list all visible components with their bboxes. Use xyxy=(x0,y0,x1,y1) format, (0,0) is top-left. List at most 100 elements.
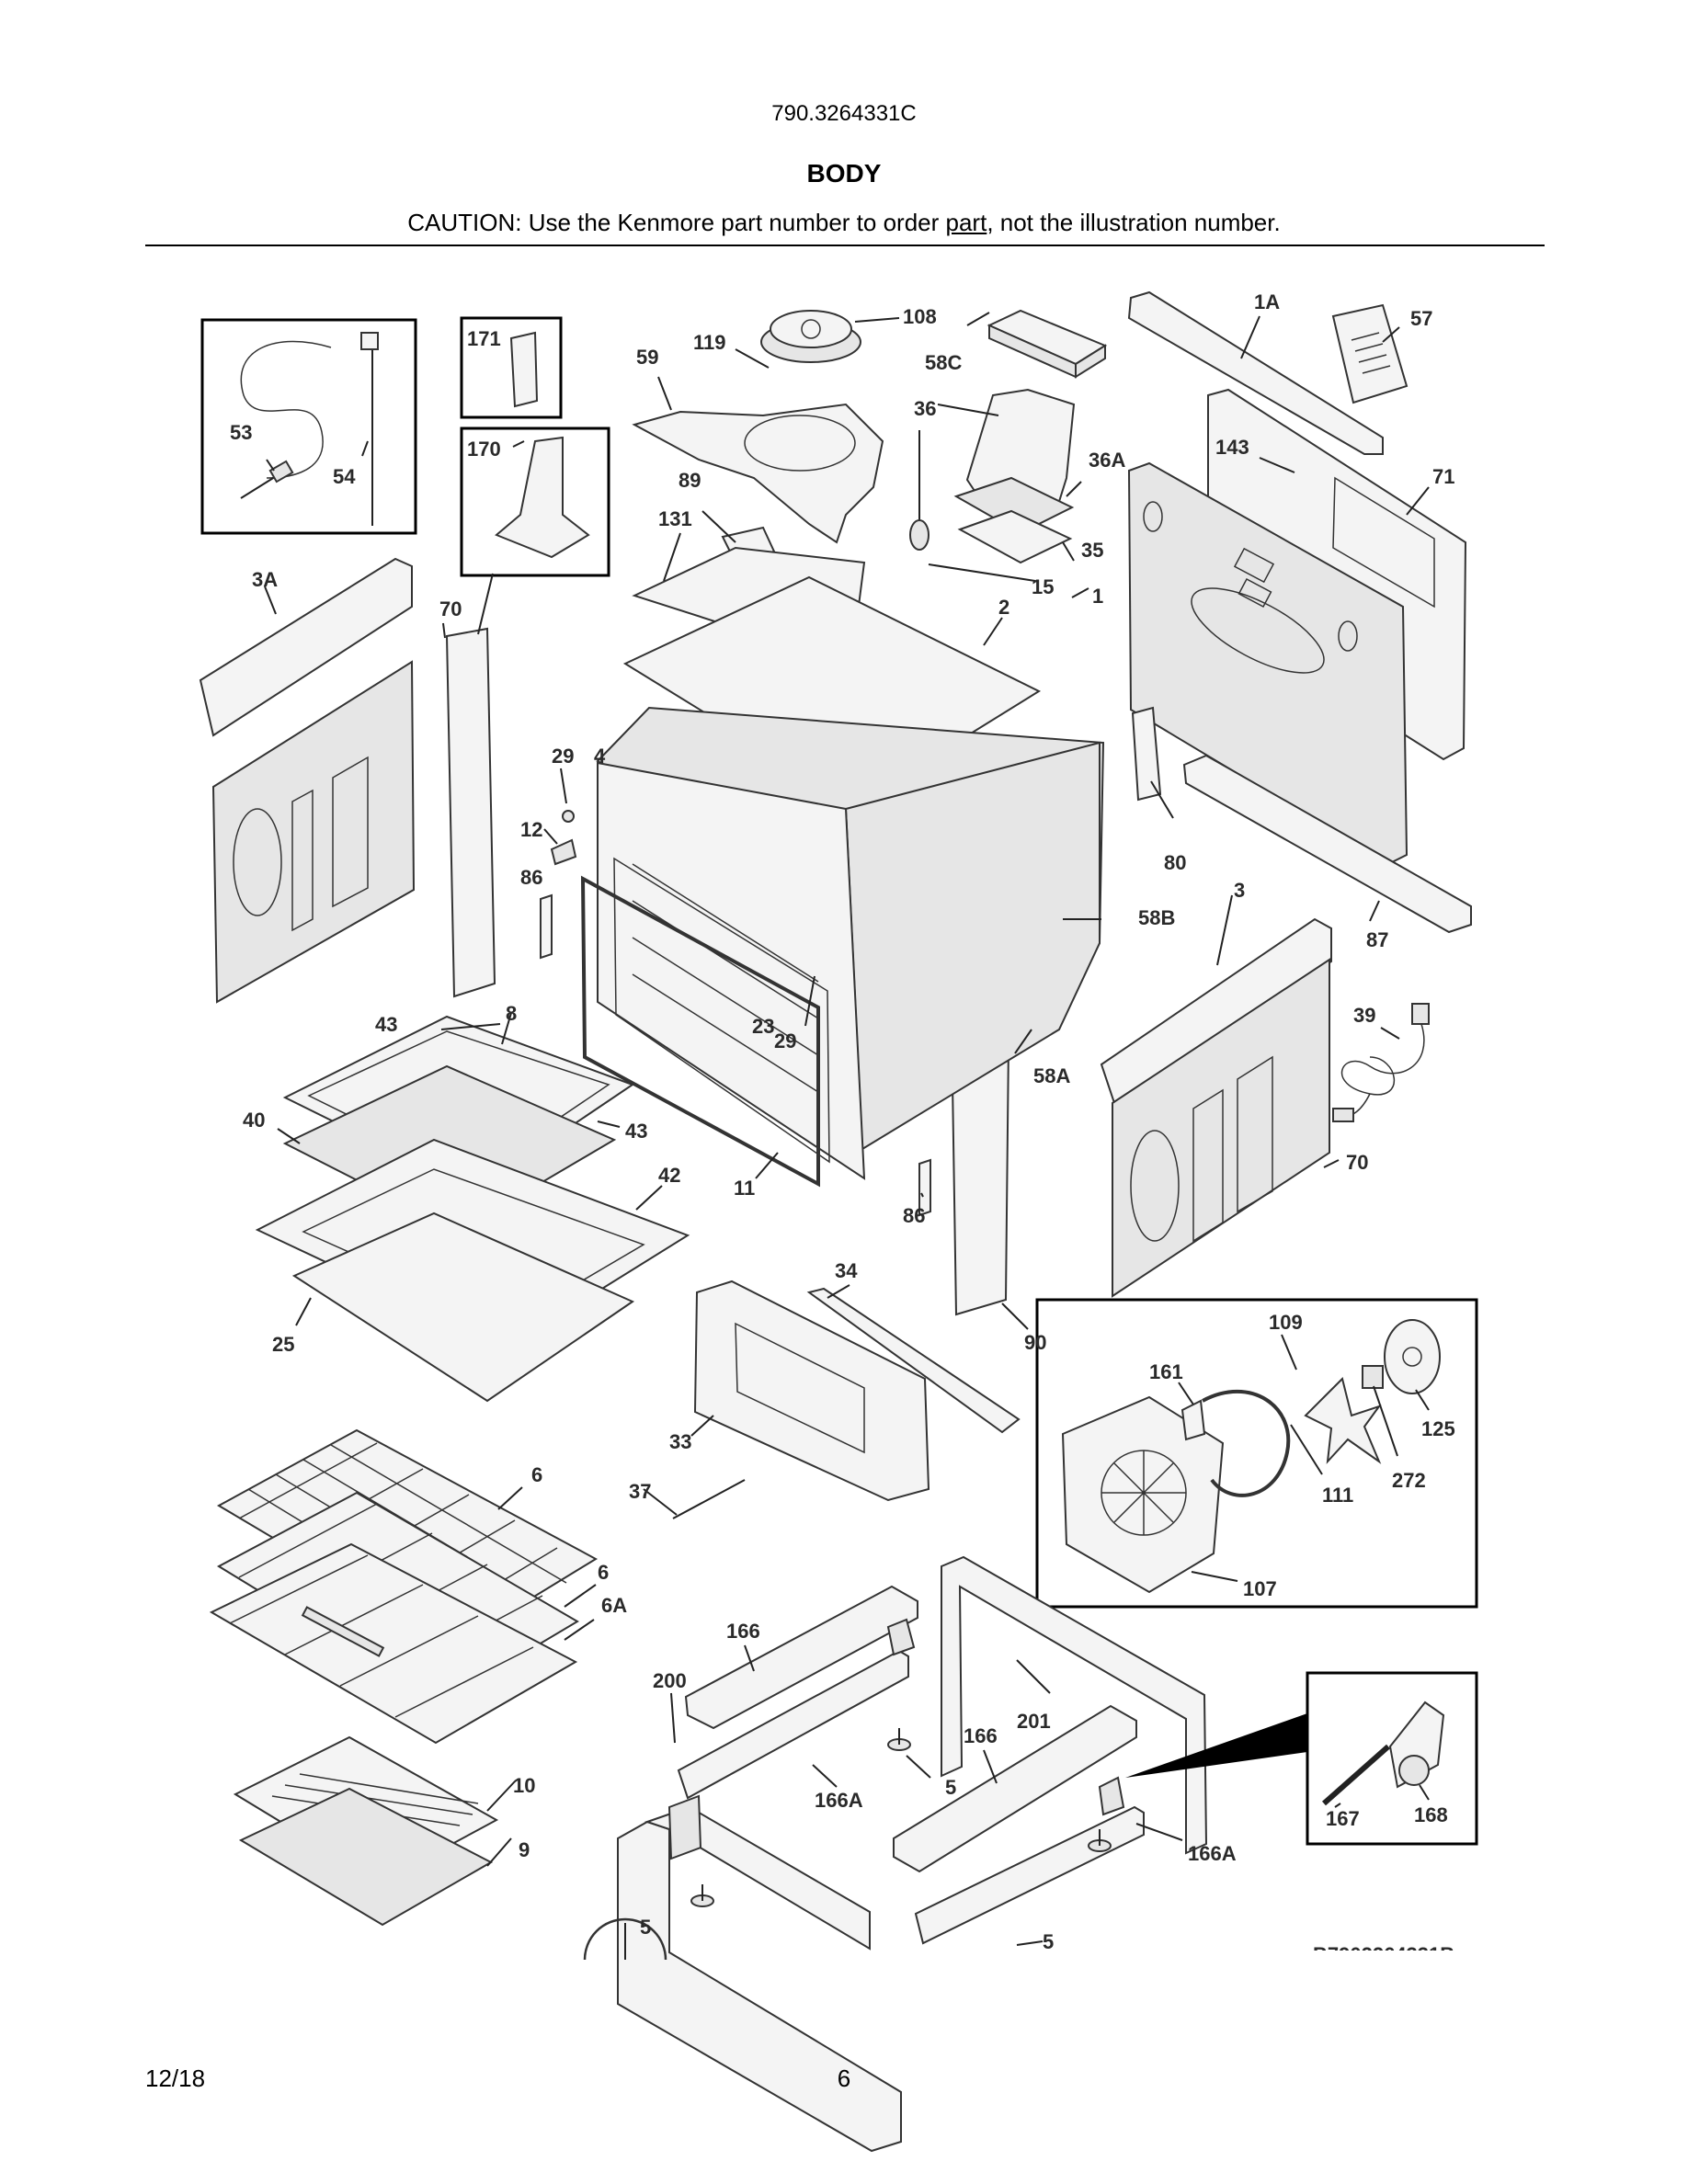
part-label: 89 xyxy=(679,469,701,492)
temp-probe-15 xyxy=(909,430,930,551)
part-label: 54 xyxy=(333,465,356,488)
inset-box-roller xyxy=(1306,1671,1478,1846)
part-label: 40 xyxy=(243,1109,265,1132)
side-panel-3 xyxy=(1100,917,1332,1298)
duct-36 xyxy=(953,388,1076,564)
part-label: 10 xyxy=(513,1774,535,1797)
part-label: 111 xyxy=(1322,1484,1353,1507)
oven-cavity xyxy=(596,706,1105,1180)
part-label: 143 xyxy=(1215,436,1249,459)
caution-part-word: part xyxy=(945,209,987,236)
frame-200 xyxy=(617,1805,902,2153)
fan-motor-125 xyxy=(1384,1319,1441,1394)
section-title: BODY xyxy=(806,159,882,188)
part-label: 43 xyxy=(375,1013,397,1036)
power-cord-39 xyxy=(1332,1003,1430,1122)
part-label: 58B xyxy=(1138,906,1175,929)
part-label: 29 xyxy=(552,745,574,768)
leader-lines xyxy=(264,312,1430,1946)
part-label: 71 xyxy=(1432,465,1454,488)
part-label: 168 xyxy=(1414,1803,1448,1826)
part-label: 8 xyxy=(506,1002,517,1025)
vent-34 xyxy=(806,1287,1021,1434)
part-label: 131 xyxy=(658,507,692,530)
channel-87 xyxy=(1182,754,1472,934)
page-number: 6 xyxy=(837,2065,851,2092)
nut-272 xyxy=(1362,1365,1384,1389)
part-label: 1A xyxy=(1254,290,1280,313)
channel-166A-lower xyxy=(914,1805,1145,1945)
part-label: 58A xyxy=(1033,1064,1070,1087)
part-label: 119 xyxy=(693,331,726,354)
part-label: 4 xyxy=(594,745,606,768)
part-label: 167 xyxy=(1326,1807,1360,1830)
part-label: 166 xyxy=(726,1620,760,1643)
part-label: 15 xyxy=(1032,575,1054,598)
drawing-code-clip: B7902264331B xyxy=(1313,1943,1454,1951)
part-label: 170 xyxy=(467,438,501,461)
part-label: 58C xyxy=(925,351,962,374)
part-label: 6 xyxy=(598,1561,609,1584)
frame-201 xyxy=(941,1555,1208,1855)
roller-hinges xyxy=(886,1618,1125,1816)
part-label: 87 xyxy=(1366,928,1388,951)
inset-box-sensor xyxy=(200,318,417,535)
part-label: 34 xyxy=(835,1259,858,1282)
part-label: 53 xyxy=(230,421,252,444)
rail-166-lower xyxy=(893,1704,1137,1873)
part-label: 43 xyxy=(625,1120,647,1143)
part-label: 166 xyxy=(964,1724,998,1747)
part-label-group: 1A 57 108 119 59 171 58C 36 143 71 170 5… xyxy=(230,290,1455,1953)
part-label: 166A xyxy=(815,1789,863,1812)
part-label: 90 xyxy=(1024,1331,1046,1354)
panel-25 xyxy=(291,1211,635,1403)
gliding-rack-6A xyxy=(209,1542,578,1745)
bracket-161 xyxy=(1180,1399,1206,1441)
part-label: 200 xyxy=(653,1669,687,1692)
part-label: 11 xyxy=(734,1177,755,1200)
probe-37 xyxy=(672,1479,746,1519)
part-label: 107 xyxy=(1243,1577,1277,1600)
part-label: 57 xyxy=(1410,307,1432,330)
channel-166A-upper xyxy=(667,1649,909,1860)
part-label: 272 xyxy=(1392,1469,1426,1492)
part-label: 108 xyxy=(903,305,937,328)
bracket-80 xyxy=(1131,706,1162,802)
part-label: 5 xyxy=(945,1776,956,1799)
part-label: 23 xyxy=(752,1015,774,1038)
part-label: 33 xyxy=(669,1430,691,1453)
back-wall-1 xyxy=(1127,461,1409,866)
part-label: 70 xyxy=(439,597,462,620)
caution-text-end: , not the illustration number. xyxy=(987,209,1281,236)
part-label: 80 xyxy=(1164,851,1186,874)
part-label: 161 xyxy=(1149,1360,1183,1383)
part-label: 29 xyxy=(774,1029,796,1052)
bracket-170-part xyxy=(495,436,590,559)
part-label: 6A xyxy=(601,1594,627,1617)
side-panel-3A xyxy=(199,557,416,1004)
cover-57 xyxy=(1331,303,1409,404)
leveling-legs-5 xyxy=(583,1728,1112,1961)
part-label: 201 xyxy=(1017,1710,1051,1733)
part-label: 86 xyxy=(520,866,542,889)
roller-167-168 xyxy=(1322,1701,1445,1806)
insulation-58C xyxy=(987,309,1108,379)
part-label: 36A xyxy=(1089,449,1125,472)
part-label: 37 xyxy=(629,1480,651,1503)
part-label: 6 xyxy=(531,1463,542,1486)
part-label: 171 xyxy=(467,327,501,350)
part-label: 166A xyxy=(1188,1842,1237,1865)
part-label: 125 xyxy=(1421,1417,1455,1440)
trim-70-left xyxy=(445,627,496,998)
part-label: 70 xyxy=(1346,1151,1368,1174)
bracket-171-part xyxy=(509,331,539,408)
inset-box-171 xyxy=(460,316,563,419)
duct-59 xyxy=(632,403,884,544)
part-label: 109 xyxy=(1269,1311,1303,1334)
part-label: 5 xyxy=(1043,1930,1054,1953)
part-label: 59 xyxy=(636,346,658,369)
part-label: 25 xyxy=(272,1333,294,1356)
part-label: 3 xyxy=(1234,879,1245,902)
fan-element-111 xyxy=(1202,1390,1291,1497)
